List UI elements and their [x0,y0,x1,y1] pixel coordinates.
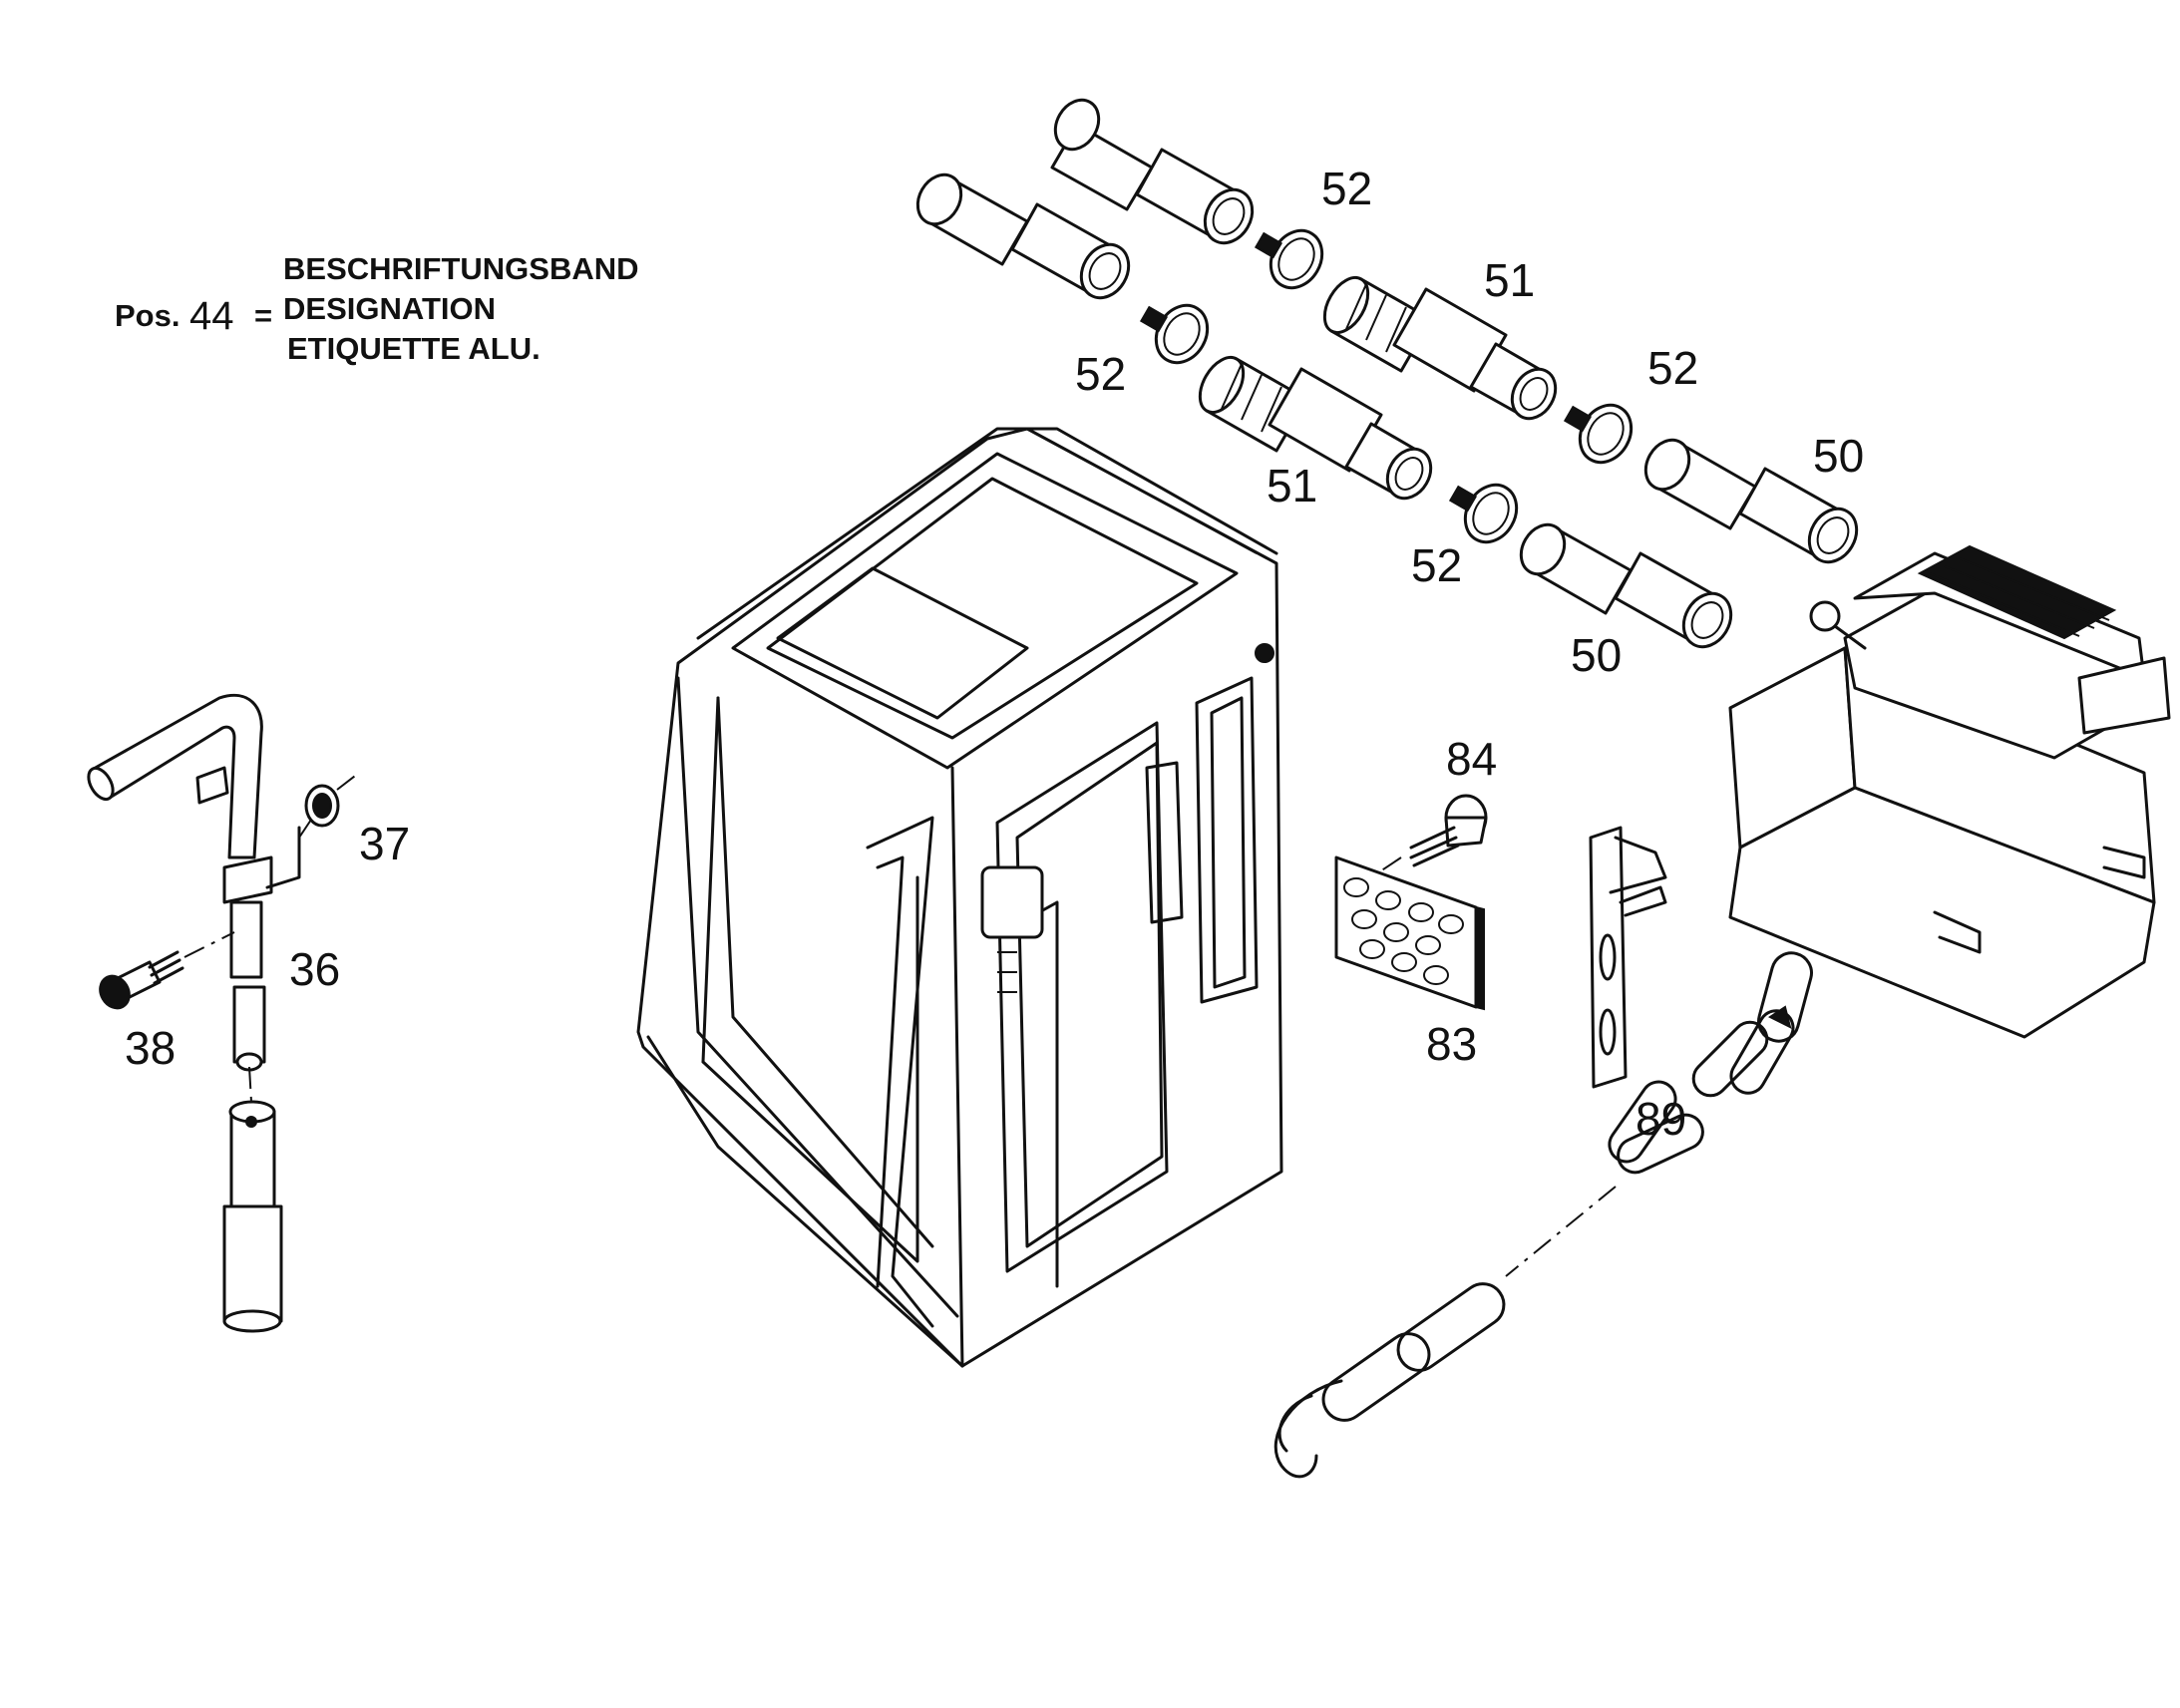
legend-pos-number: 44 [189,294,234,338]
callout-50-bottom: 50 [1571,629,1622,681]
slotted-bracket [1589,826,1667,1089]
callout-38: 38 [125,1022,176,1074]
crank-handle [87,693,263,859]
hose-clamp-4 [1448,483,1519,544]
callout-37: 37 [359,818,410,869]
legend-separator: = [254,298,272,333]
hose-connector-2 [1198,356,1433,501]
callout-89: 89 [1635,1093,1686,1145]
nut-37 [298,772,360,839]
chain-89 [1273,951,1813,1479]
callout-51-bottom: 51 [1267,460,1317,512]
legend-pos-label: Pos. [115,298,180,333]
callout-labels: 52 51 52 52 51 50 52 50 37 36 38 84 83 8… [125,163,1864,1145]
hose-connector-1 [1322,276,1558,421]
callout-84: 84 [1446,733,1497,785]
callout-50-right: 50 [1813,430,1864,482]
callout-52-top: 52 [1321,163,1372,214]
legend: Pos. 44 = BESCHRIFTUNGSBAND DESIGNATION … [115,251,639,366]
hose-clamp-3 [1563,403,1634,465]
callout-52-bottom: 52 [1411,539,1462,591]
bolt-84 [1370,794,1488,878]
legend-line-3: ETIQUETTE ALU. [287,331,541,366]
bolt-38 [99,931,235,1010]
pin-shaft [222,1066,283,1333]
callout-52-right: 52 [1647,342,1698,394]
hose-half-lower-1 [1643,438,1859,564]
hose-half-upper-2 [915,172,1131,300]
hose-half-lower-2 [1519,522,1733,649]
callout-83: 83 [1426,1018,1477,1070]
callout-36: 36 [289,943,340,995]
plate-83 [1334,855,1485,1011]
operator-cab [636,427,1283,1368]
callout-52-left: 52 [1075,348,1126,400]
control-box [1728,544,2171,1039]
callout-51-top: 51 [1484,254,1535,306]
legend-line-2: DESIGNATION [283,291,496,326]
legend-line-1: BESCHRIFTUNGSBAND [283,251,639,286]
hose-clamp-1 [1254,228,1324,290]
hose-clamp-2 [1139,303,1210,365]
shaft-coupling [222,826,301,1072]
hose-half-upper-1 [1050,98,1255,245]
